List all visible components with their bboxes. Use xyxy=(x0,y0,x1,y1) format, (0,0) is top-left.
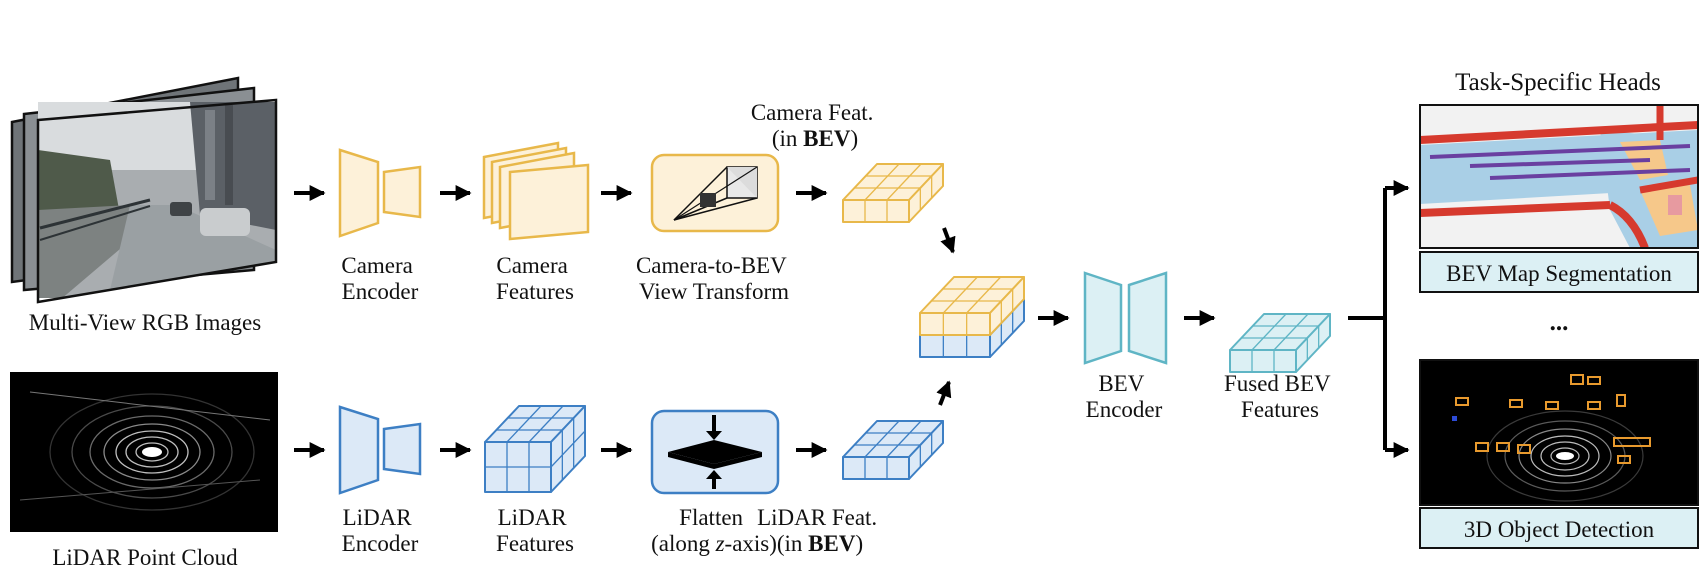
view-transform-shape xyxy=(650,153,780,233)
lidar-input-label: LiDAR Point Cloud xyxy=(52,545,238,570)
segmentation-label-box xyxy=(1419,251,1699,293)
camera-input-label: Multi-View RGB Images xyxy=(29,310,261,335)
lidar-bev-features-shape xyxy=(842,420,944,480)
flatten-label: Flatten (along z-axis) xyxy=(651,505,777,556)
lidar-bev-feat-label: LiDAR Feat. (in BEV) xyxy=(757,505,883,556)
arrow-cam-to-fusion xyxy=(940,227,956,254)
detection-label: 3D Object Detection xyxy=(1464,517,1655,542)
segmentation-map xyxy=(1419,104,1699,249)
lidar-features-label: LiDAR Features xyxy=(496,505,574,556)
multi-view-rgb-images xyxy=(10,76,278,304)
lidar-encoder-shape xyxy=(338,405,422,495)
camera-encoder-label: Camera Encoder xyxy=(341,253,418,304)
arrow-lidar-to-fusion xyxy=(936,380,952,406)
fused-bev-features-label: Fused BEV Features xyxy=(1224,371,1336,422)
view-transform-label: Camera-to-BEV View Transform xyxy=(636,253,792,304)
bev-encoder-shape xyxy=(1083,271,1168,365)
bev-encoder-label: BEV Encoder xyxy=(1086,371,1163,422)
lidar-point-cloud xyxy=(10,372,278,532)
heads-branch-connector xyxy=(1348,180,1410,458)
camera-bev-feat-label: Camera Feat. (in BEV) xyxy=(751,100,879,151)
lidar-features-shape xyxy=(484,405,586,493)
lidar-encoder-label: LiDAR Encoder xyxy=(342,505,419,556)
camera-features-shape xyxy=(482,141,590,241)
concatenated-bev-features-shape xyxy=(919,276,1025,358)
camera-encoder-shape xyxy=(338,148,422,238)
fused-bev-features-shape xyxy=(1229,313,1331,373)
heads-ellipsis: ... xyxy=(1550,309,1569,336)
segmentation-label: BEV Map Segmentation xyxy=(1446,261,1672,286)
flatten-shape xyxy=(650,409,780,495)
camera-bev-features-shape xyxy=(842,163,944,223)
detection-map xyxy=(1419,359,1699,506)
camera-features-label: Camera Features xyxy=(496,253,574,304)
detection-label-box xyxy=(1419,507,1699,549)
heads-title: Task-Specific Heads xyxy=(1455,69,1661,96)
